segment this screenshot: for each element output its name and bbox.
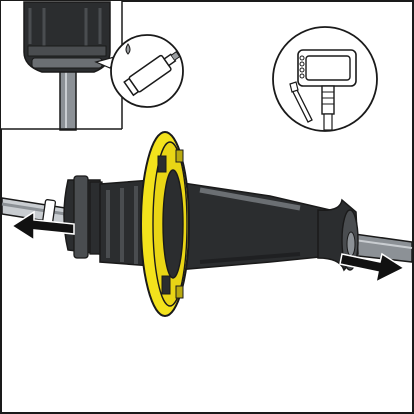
push-right-arrow-icon (339, 252, 406, 284)
handheld-device-icon (272, 26, 378, 132)
lubricant-tube-icon (110, 34, 184, 108)
pull-left-arrow-icon (10, 210, 75, 242)
cable-gland-assembly (1, 131, 413, 317)
connector-detail-inset (1, 1, 123, 131)
